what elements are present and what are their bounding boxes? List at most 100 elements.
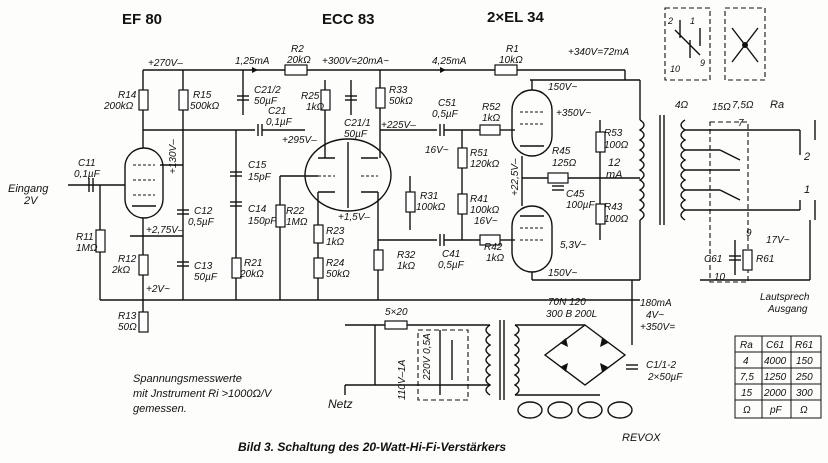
table-cell: 150 bbox=[796, 356, 813, 367]
c14-label: C14 bbox=[248, 204, 267, 215]
table-cell: 2000 bbox=[763, 388, 787, 399]
r42-value: 1kΩ bbox=[486, 253, 505, 264]
sel-pin-1: 1 bbox=[690, 16, 695, 26]
input-voltage: 2V bbox=[23, 195, 39, 207]
c11-value: 0,1µF bbox=[74, 169, 101, 180]
r1-value: 10kΩ bbox=[499, 55, 523, 66]
r12-value: 2kΩ bbox=[111, 265, 131, 276]
el34-upper-tube bbox=[511, 89, 553, 157]
r24-value: 50kΩ bbox=[326, 269, 350, 280]
r23-value: 1kΩ bbox=[326, 237, 345, 248]
c11-2-label: C1/1-2 bbox=[646, 360, 676, 371]
table-cell: 15 bbox=[741, 388, 753, 399]
table-cell: pF bbox=[769, 405, 783, 416]
tap-7-label: 7 bbox=[738, 118, 744, 129]
z4-label: 4Ω bbox=[675, 100, 689, 111]
z15-label: 15Ω bbox=[712, 102, 731, 113]
supply-rail bbox=[143, 64, 640, 81]
v16b-label: 16V~ bbox=[474, 216, 498, 227]
r32-value: 1kΩ bbox=[397, 261, 416, 272]
c212-value: 50µF bbox=[254, 96, 278, 107]
out-terminal-2: 2 bbox=[803, 151, 810, 163]
r53-value: 100Ω bbox=[604, 140, 629, 151]
v150b-label: 150V~ bbox=[548, 268, 577, 279]
tube-el34-label: 2×EL 34 bbox=[487, 9, 545, 26]
table-cell: 7,5 bbox=[740, 372, 754, 383]
table-header-ra: Ra bbox=[740, 340, 753, 351]
r43-value: 100Ω bbox=[604, 214, 629, 225]
ausgang-label-1: Lautsprech bbox=[760, 292, 810, 303]
c13-label: C13 bbox=[194, 261, 213, 272]
c211-value: 50µF bbox=[344, 129, 368, 140]
r11-label: R11 bbox=[76, 232, 94, 243]
tube-ef80-label: EF 80 bbox=[122, 11, 162, 28]
el34-lower-tube bbox=[511, 205, 553, 273]
sel-pin-9: 9 bbox=[700, 58, 705, 68]
ra-label: Ra bbox=[770, 99, 784, 111]
caption: Bild 3. Schaltung des 20-Watt-Hi-Fi-Vers… bbox=[238, 440, 506, 454]
r53-label: R53 bbox=[604, 128, 623, 139]
r41-value: 100kΩ bbox=[470, 205, 500, 216]
r21-label: R21 bbox=[244, 258, 262, 269]
c12-label: C12 bbox=[194, 206, 213, 217]
v17-label: 17V~ bbox=[766, 235, 790, 246]
r1-label: R1 bbox=[506, 44, 519, 55]
r2-label: R2 bbox=[291, 44, 304, 55]
r33-label: R33 bbox=[389, 85, 408, 96]
r42-label: R42 bbox=[484, 242, 503, 253]
output-switch bbox=[709, 121, 749, 283]
ausgang-label-2: Ausgang bbox=[767, 304, 808, 315]
voltage-selector bbox=[417, 329, 469, 401]
fuse-label: 5×20 bbox=[385, 307, 408, 318]
r14-value: 200kΩ bbox=[103, 101, 134, 112]
v16a-label: 16V~ bbox=[425, 145, 449, 156]
i180-label: 180mA bbox=[640, 298, 672, 309]
current-ma-label: mA bbox=[606, 169, 623, 181]
netz-label: Netz bbox=[328, 397, 353, 411]
r31-value: 100kΩ bbox=[416, 202, 446, 213]
i125-label: 1,25mA bbox=[235, 56, 270, 67]
output-transformer bbox=[638, 115, 687, 225]
r21-value: 20kΩ bbox=[239, 269, 264, 280]
v130-label: +130V– bbox=[168, 139, 179, 174]
c15-label: C15 bbox=[248, 160, 267, 171]
out-terminal-1: 1 bbox=[804, 184, 810, 196]
table-cell: Ω bbox=[743, 405, 751, 416]
r13-label: R13 bbox=[118, 311, 137, 322]
r23-label: R23 bbox=[326, 226, 345, 237]
r43-label: R43 bbox=[604, 202, 623, 213]
v295-label: +295V– bbox=[282, 135, 317, 146]
c14-value: 150pF bbox=[248, 216, 277, 227]
table-cell: 250 bbox=[795, 372, 813, 383]
r15-value: 500kΩ bbox=[190, 101, 220, 112]
r32-label: R32 bbox=[397, 250, 416, 261]
r22-value: 1MΩ bbox=[286, 217, 308, 228]
c11-label: C11 bbox=[78, 158, 96, 169]
v350-label: +350V~ bbox=[556, 108, 591, 119]
r52-value: 1kΩ bbox=[482, 113, 501, 124]
r11-value: 1MΩ bbox=[76, 243, 98, 254]
c41-label: C41 bbox=[442, 249, 460, 260]
rectifier-bridge bbox=[543, 324, 627, 386]
r25-value: 1kΩ bbox=[306, 102, 325, 113]
v350b-label: +350V= bbox=[640, 322, 675, 333]
v270-label: +270V– bbox=[148, 58, 183, 69]
selector-4ohm bbox=[664, 7, 711, 81]
r33-value: 50kΩ bbox=[389, 96, 413, 107]
table-cell: 4000 bbox=[764, 356, 787, 367]
note-line-2: mit Jnstrument Ri >1000Ω/V bbox=[133, 388, 273, 400]
rect-label-2: 300 B 200L bbox=[546, 309, 597, 320]
input-label: Eingang bbox=[8, 183, 49, 195]
selector-7-5ohm bbox=[724, 7, 766, 81]
v2-label: +2V~ bbox=[146, 284, 170, 295]
r45-label: R45 bbox=[552, 146, 571, 157]
i425-label: 4,25mA bbox=[432, 56, 467, 67]
r45-value: 125Ω bbox=[552, 158, 577, 169]
r2-value: 20kΩ bbox=[286, 55, 311, 66]
c21-value: 0,1µF bbox=[266, 117, 293, 128]
sw110-label: 110V–1A bbox=[397, 359, 408, 400]
v150a-label: 150V~ bbox=[548, 82, 577, 93]
table-cell: 300 bbox=[796, 388, 813, 399]
c41-value: 0,5µF bbox=[438, 260, 465, 271]
